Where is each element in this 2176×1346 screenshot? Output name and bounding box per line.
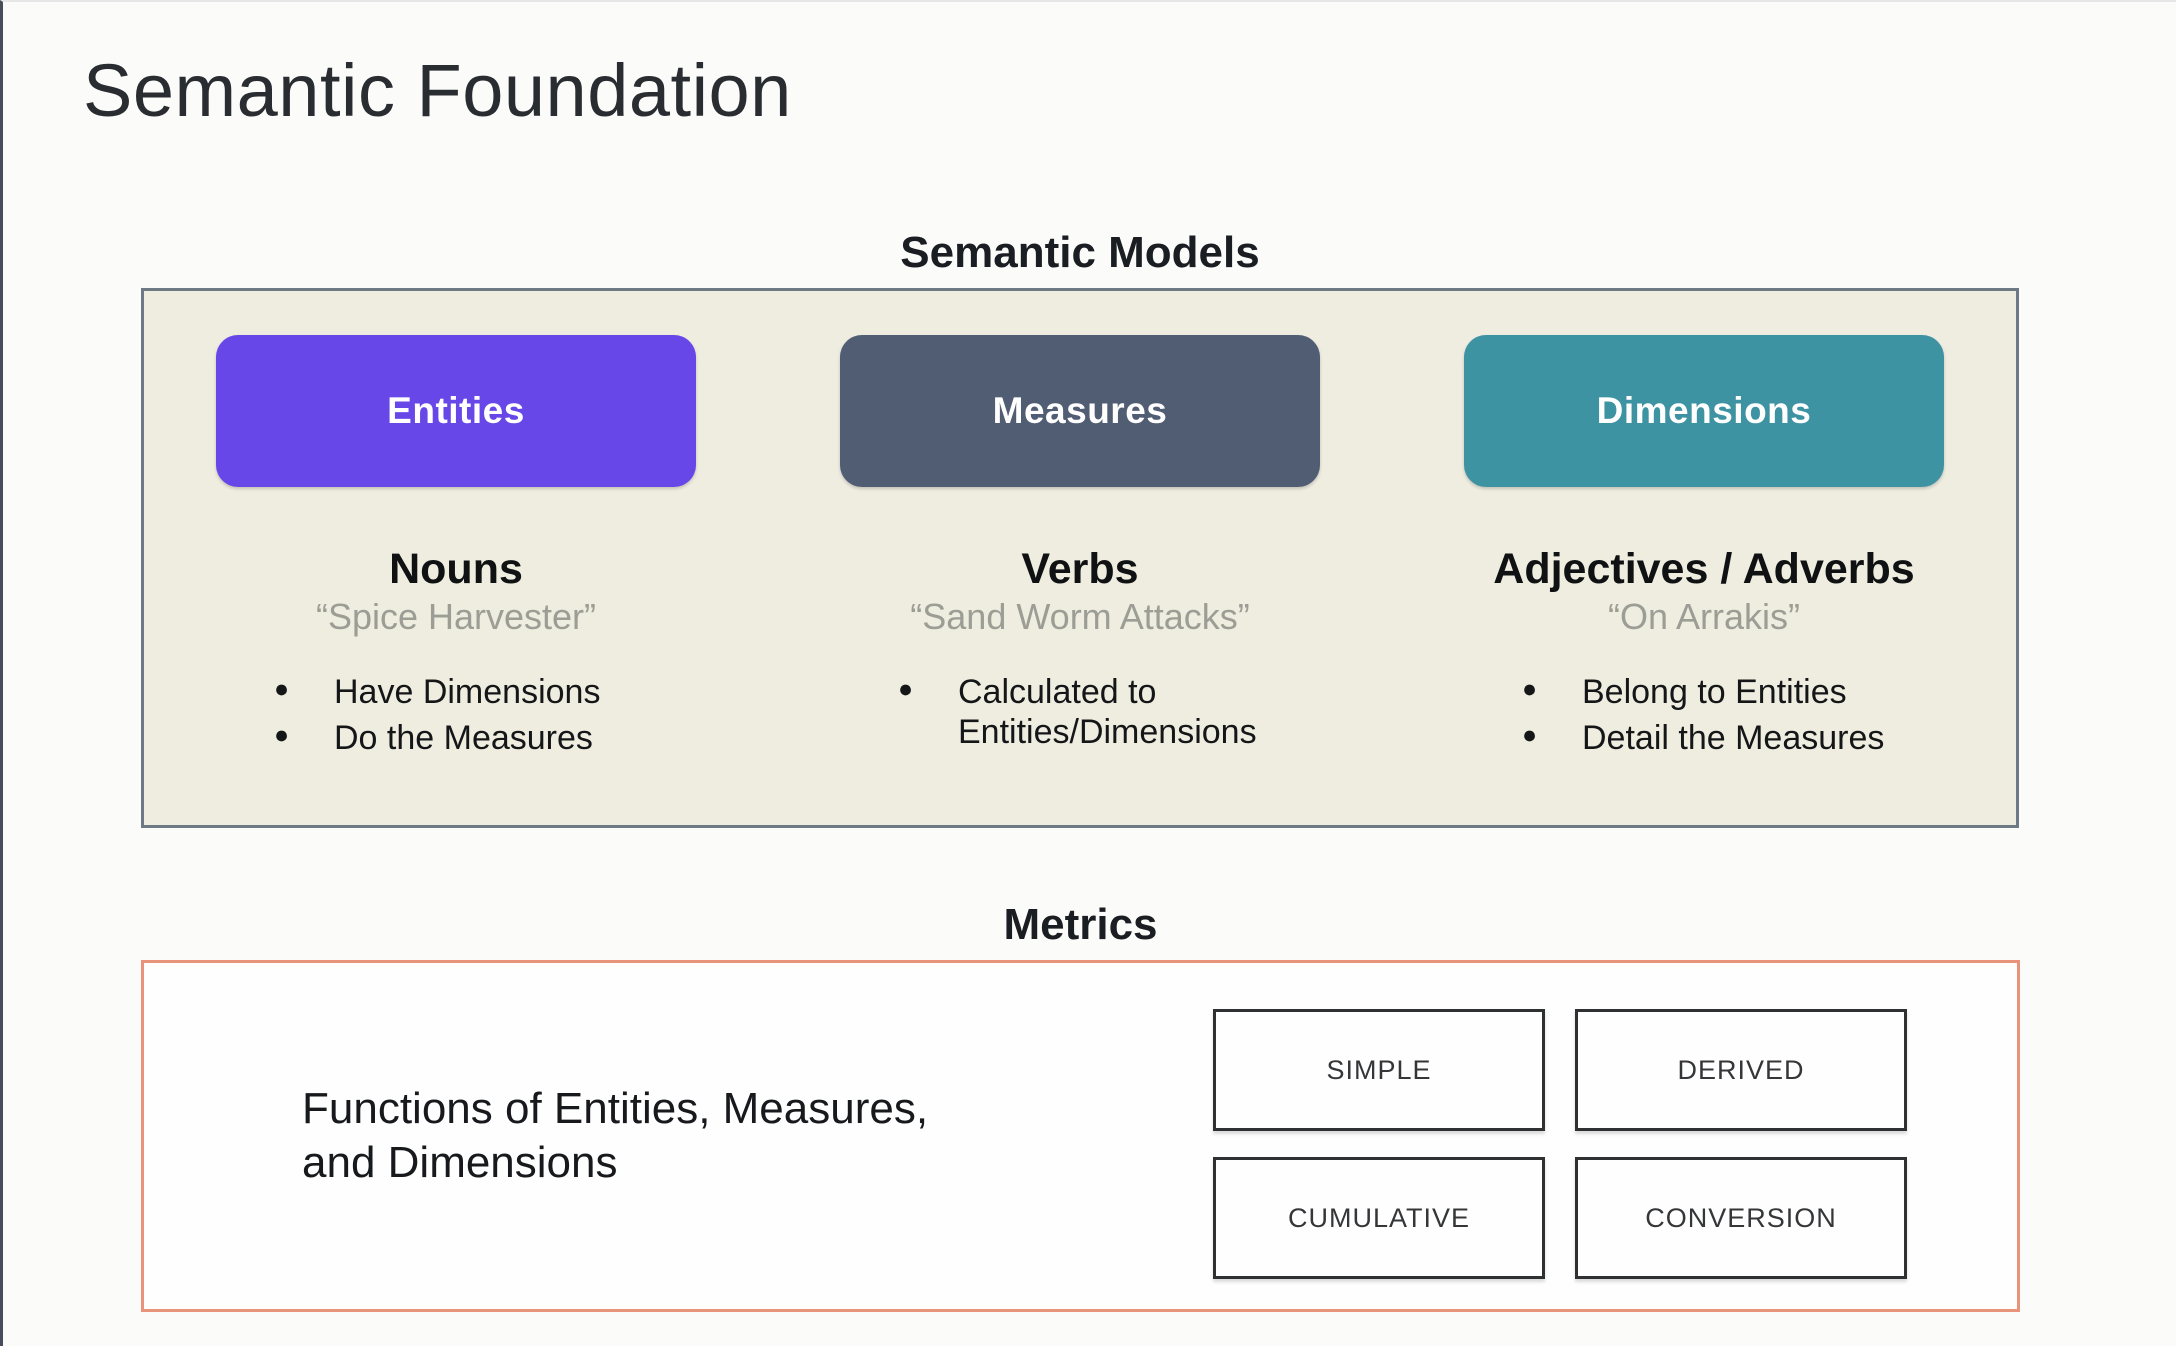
bullet-item: Do the Measures <box>256 718 656 758</box>
metrics-description: Functions of Entities, Measures, and Dim… <box>302 1082 928 1189</box>
bullet-item: Calculated to Entities/Dimensions <box>880 672 1280 752</box>
entities-bullet-list: Have Dimensions Do the Measures <box>256 672 656 764</box>
measures-card: Measures <box>840 335 1320 487</box>
measures-role-heading: Verbs <box>1021 545 1139 593</box>
metrics-description-line: and Dimensions <box>302 1138 618 1187</box>
entities-role-heading: Nouns <box>389 545 523 593</box>
semantic-models-section: Semantic Models Entities Nouns “Spice Ha… <box>141 228 2019 828</box>
metric-type-cumulative: CUMULATIVE <box>1213 1157 1545 1279</box>
metric-types-grid: SIMPLE DERIVED CUMULATIVE CONVERSION <box>1213 1009 1907 1279</box>
metric-type-simple: SIMPLE <box>1213 1009 1545 1131</box>
dimensions-role-heading: Adjectives / Adverbs <box>1493 545 1915 593</box>
metrics-description-line: Functions of Entities, Measures, <box>302 1084 929 1134</box>
bullet-item: Detail the Measures <box>1504 718 1904 758</box>
measures-bullet-list: Calculated to Entities/Dimensions <box>880 672 1280 758</box>
metrics-heading: Metrics <box>1003 900 1158 949</box>
dimensions-bullet-list: Belong to Entities Detail the Measures <box>1504 672 1904 764</box>
semantic-models-panel: Entities Nouns “Spice Harvester” Have Di… <box>141 288 2019 828</box>
metrics-section: Metrics Functions of Entities, Measures,… <box>141 900 2020 1312</box>
entities-example-quote: “Spice Harvester” <box>315 596 597 638</box>
dimensions-example-quote: “On Arrakis” <box>1607 596 1801 638</box>
bullet-item: Belong to Entities <box>1504 672 1904 712</box>
semantic-models-heading: Semantic Models <box>900 228 1260 277</box>
model-column-entities: Entities Nouns “Spice Harvester” Have Di… <box>144 335 768 825</box>
bullet-item: Have Dimensions <box>256 672 656 712</box>
metrics-panel: Functions of Entities, Measures, and Dim… <box>141 960 2020 1312</box>
entities-card: Entities <box>216 335 696 487</box>
model-column-measures: Measures Verbs “Sand Worm Attacks” Calcu… <box>768 335 1392 825</box>
model-column-dimensions: Dimensions Adjectives / Adverbs “On Arra… <box>1392 335 2016 825</box>
dimensions-card: Dimensions <box>1464 335 1944 487</box>
page-title: Semantic Foundation <box>83 49 792 132</box>
metric-type-conversion: CONVERSION <box>1575 1157 1907 1279</box>
measures-example-quote: “Sand Worm Attacks” <box>910 596 1250 638</box>
metric-type-derived: DERIVED <box>1575 1009 1907 1131</box>
